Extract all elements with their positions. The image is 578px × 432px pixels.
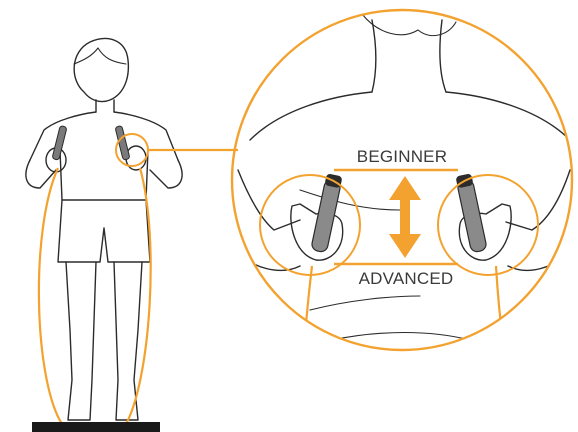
platform — [32, 422, 160, 432]
beginner-label: BEGINNER — [357, 147, 447, 166]
left-hand-circle — [260, 175, 360, 275]
standing-figure — [26, 39, 238, 432]
rope — [39, 168, 62, 424]
advanced-label: ADVANCED — [359, 269, 454, 288]
length-arrow — [389, 176, 421, 258]
zoom-circle — [232, 10, 572, 350]
zoom-detail: BEGINNER ADVANCED — [232, 10, 572, 350]
